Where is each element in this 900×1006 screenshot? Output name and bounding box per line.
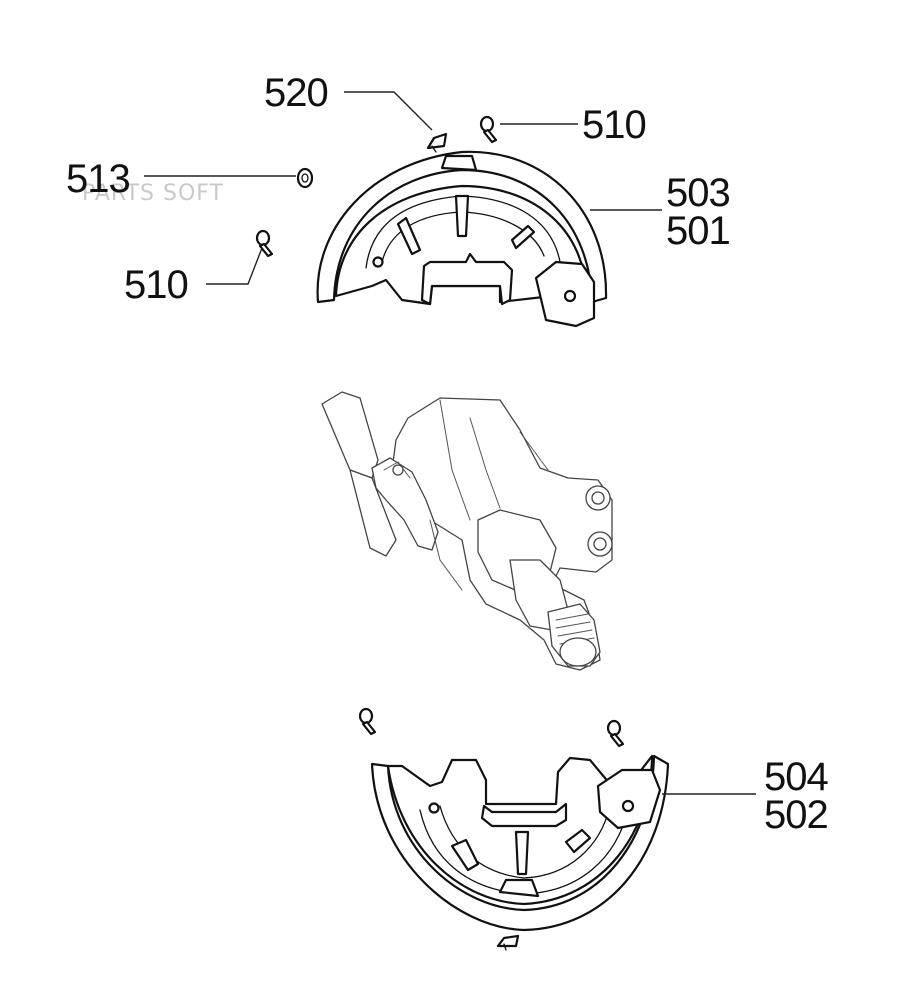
callout-510-top: 510	[582, 103, 646, 147]
leader-lines	[144, 91, 756, 795]
clip-icon	[426, 132, 448, 153]
callout-504: 504	[764, 755, 828, 799]
wheel-hub-knuckle	[321, 391, 613, 671]
callout-501: 501	[666, 209, 730, 253]
nut-icon	[296, 167, 314, 189]
bolt-icon	[606, 719, 625, 748]
callout-513: 513	[66, 157, 130, 201]
bolt-icon	[255, 229, 274, 258]
clip-icon	[496, 934, 520, 951]
screw-icon	[479, 115, 498, 144]
callout-503: 503	[666, 171, 730, 215]
bolt-icon	[358, 707, 377, 736]
callout-510-left: 510	[124, 263, 188, 307]
callout-520: 520	[264, 71, 328, 115]
callout-502: 502	[764, 793, 828, 837]
lower-brake-shield	[370, 754, 670, 932]
upper-brake-shield	[316, 150, 608, 328]
watermark-text: PARTS SOFT	[82, 181, 224, 206]
